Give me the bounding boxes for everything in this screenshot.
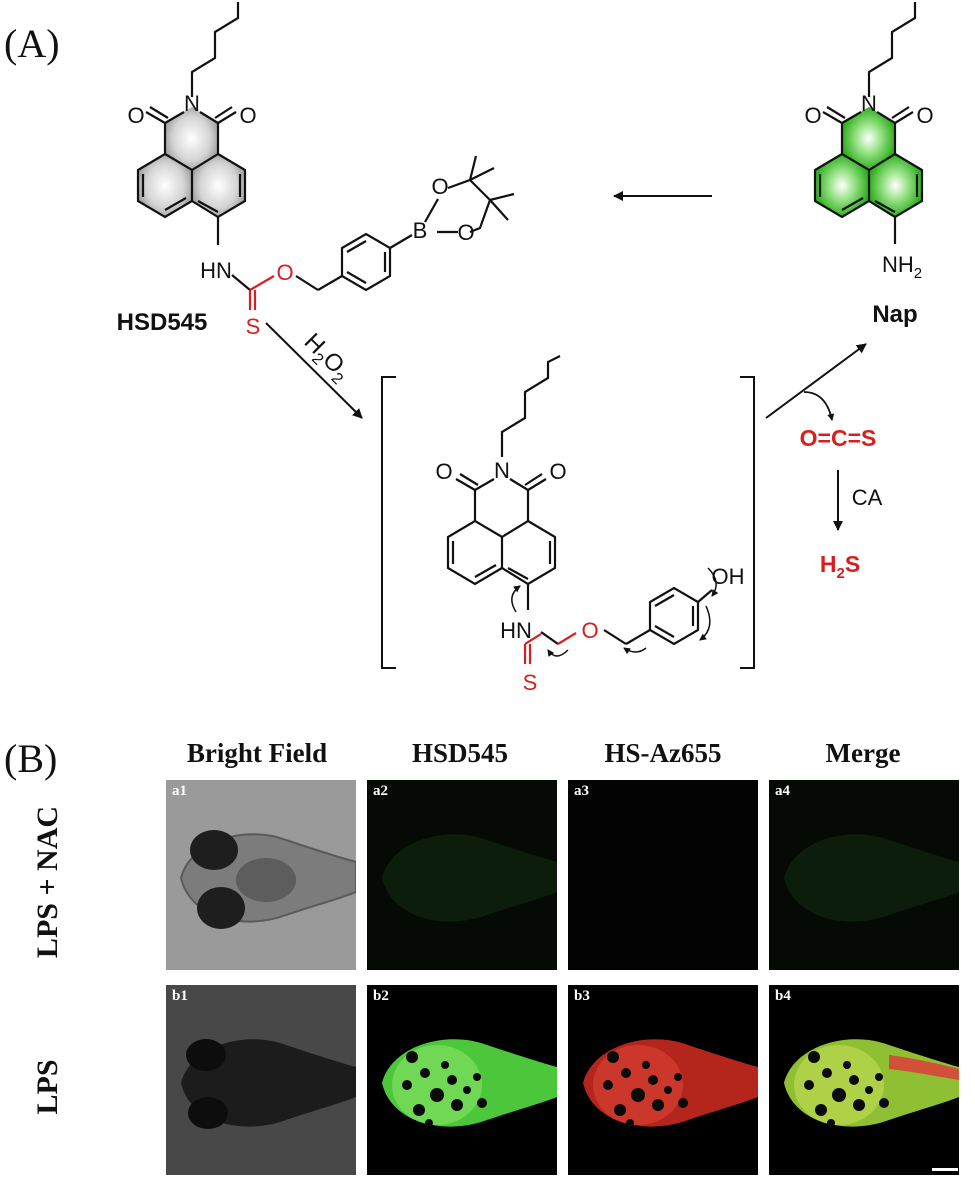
byproduct-label: O=C=S <box>800 425 877 451</box>
image-tile-a3: a3 <box>568 780 758 970</box>
atom-o: O <box>276 260 293 285</box>
final-product-label: H2S <box>820 551 860 582</box>
tile-tag: a3 <box>574 783 589 799</box>
tile-tag: b1 <box>172 988 188 1004</box>
column-header-hs-az655: HS-Az655 <box>604 738 722 768</box>
image-tile-a4: a4 <box>769 780 959 970</box>
probe-name-label: HSD545 <box>117 309 208 336</box>
intermediate-structure <box>446 355 713 664</box>
atom-n: N <box>861 91 877 116</box>
tile-tag: a4 <box>775 783 790 799</box>
nap-atom-labels: N O O NH2 <box>804 91 933 282</box>
atom-o: O <box>431 174 448 199</box>
image-tile-b1: b1 <box>166 985 356 1175</box>
intermediate-atom-labels: N O O HN O S OH <box>435 458 744 695</box>
right-bracket <box>740 376 755 669</box>
tile-tag: a2 <box>373 783 388 799</box>
panel-label-b: (B) <box>4 736 58 781</box>
release-arrow <box>765 343 867 419</box>
reagent-label: H2O2 <box>296 328 356 388</box>
tile-tag: b2 <box>373 988 389 1004</box>
hsd545-atom-labels: N O O HN O S B O O <box>127 91 474 339</box>
atom-b: B <box>413 218 428 243</box>
panel-label-a: (A) <box>4 21 60 66</box>
atom-o: O <box>127 103 144 128</box>
row-header-lps: LPS <box>31 1059 64 1115</box>
cos-release-curved-arrow <box>803 391 835 421</box>
image-tile-b3: b3 <box>568 985 758 1175</box>
tile-tag: b3 <box>574 988 590 1004</box>
atom-o: O <box>549 459 566 484</box>
atom-s: S <box>523 670 538 695</box>
atom-s: S <box>246 314 261 339</box>
atom-o: O <box>457 220 474 245</box>
electron-arrows <box>511 567 719 657</box>
atom-hn: HN <box>500 618 532 643</box>
column-header-hsd545: HSD545 <box>411 738 509 768</box>
image-tile-a2: a2 <box>367 780 557 970</box>
atom-o: O <box>804 103 821 128</box>
left-bracket <box>381 376 396 669</box>
product-name-label: Nap <box>872 301 917 328</box>
atom-n: N <box>494 458 510 483</box>
column-header-bright-field: Bright Field <box>186 738 328 768</box>
atom-o: O <box>916 103 933 128</box>
atom-o: O <box>435 459 452 484</box>
oxidation-arrow <box>265 322 363 419</box>
atom-oh: OH <box>712 564 745 589</box>
atom-o: O <box>239 103 256 128</box>
row-header-lps-nac: LPS + NAC <box>31 805 64 959</box>
image-tile-b4: b4 <box>769 985 959 1175</box>
atom-n: N <box>184 91 200 116</box>
column-header-merge: Merge <box>825 738 901 768</box>
tile-tag: a1 <box>172 783 187 799</box>
tile-tag: b4 <box>775 988 791 1004</box>
scale-bar <box>932 1168 958 1171</box>
atom-hn: HN <box>200 258 232 283</box>
reaction-scheme: N O O HN O S B O O HSD545 N O O NH2 Nap … <box>117 2 934 695</box>
image-tile-a1: a1 <box>166 780 356 970</box>
atom-o: O <box>581 618 598 643</box>
nap-structure <box>813 2 924 244</box>
enzyme-label: CA <box>852 485 883 510</box>
hsd545-structure <box>136 2 515 310</box>
atom-nh2: NH2 <box>882 252 922 282</box>
image-tile-b2: b2 <box>367 985 557 1175</box>
